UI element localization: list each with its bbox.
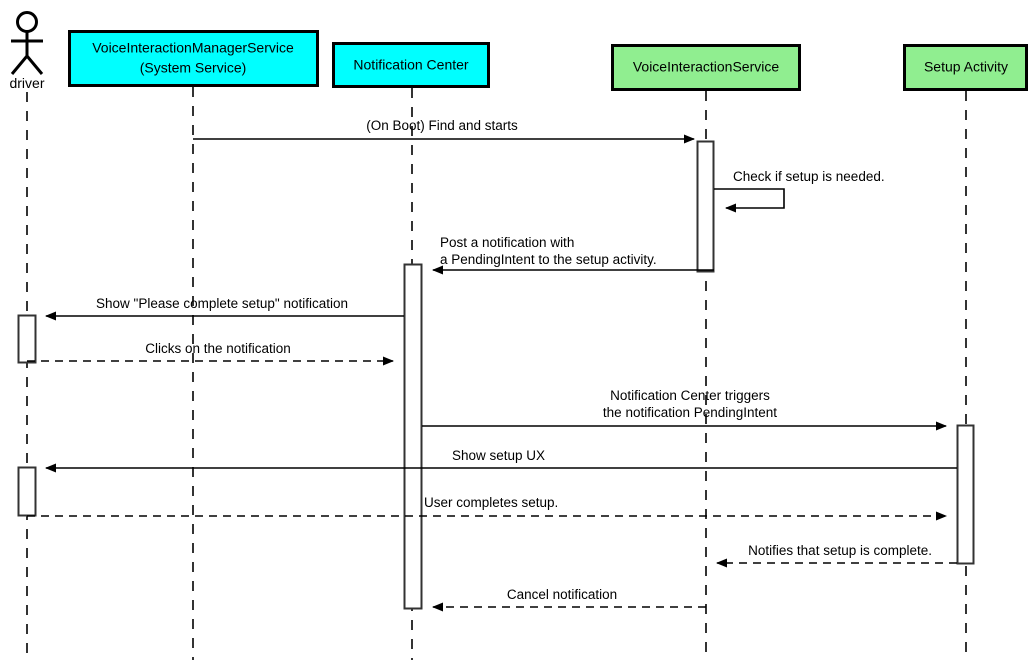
participant-label-notification-center: Notification Center (353, 57, 469, 73)
participant-notification-center[interactable]: Notification Center (332, 42, 490, 88)
message-label-line1: Notification Center triggers (610, 388, 770, 403)
actor-head-icon (16, 11, 38, 33)
message-label: Show "Please complete setup" notificatio… (96, 296, 348, 311)
actor-leg-left-line (10, 55, 29, 75)
message-label: Cancel notification (507, 587, 617, 602)
message-label: Show setup UX (452, 448, 545, 463)
message-cancel-notification: Cancel notification (432, 587, 706, 612)
activation-bar-driver-1 (17, 314, 37, 364)
message-label-line1: Post a notification with (440, 235, 574, 250)
message-label: Check if setup is needed. (733, 169, 885, 184)
message-label: Clicks on the notification (145, 341, 291, 356)
message-label-line2: a PendingIntent to the setup activity. (440, 252, 657, 267)
participant-label-voice-interaction-service: VoiceInteractionService (633, 59, 780, 75)
message-on-boot-find-and-starts: (On Boot) Find and starts (193, 118, 695, 144)
actor-leg-right-line (25, 55, 44, 75)
activation-bar-setup-activity (956, 424, 975, 565)
activation-bar-notification-center (403, 263, 423, 610)
message-post-a-notification: Post a notification with a PendingIntent… (432, 235, 714, 275)
participant-setup-activity[interactable]: Setup Activity (903, 44, 1028, 91)
participant-box-notification-center[interactable] (332, 42, 490, 88)
participant-box-voice-interaction-service[interactable] (611, 44, 801, 91)
participant-box-vims[interactable] (68, 30, 319, 87)
message-label: (On Boot) Find and starts (366, 118, 518, 133)
participant-voice-interaction-service[interactable]: VoiceInteractionService (611, 44, 801, 91)
message-notification-center-triggers-pendingintent: Notification Center triggers the notific… (422, 388, 947, 431)
activation-bars-group (17, 140, 975, 610)
participant-label-vims-line2: (System Service) (140, 60, 247, 76)
message-clicks-on-the-notification: Clicks on the notification (27, 341, 394, 366)
message-label: Notifies that setup is complete. (748, 543, 932, 558)
message-label: User completes setup. (424, 495, 558, 510)
message-show-setup-ux: Show setup UX (45, 448, 957, 473)
participant-box-setup-activity[interactable] (903, 44, 1028, 91)
message-notifies-that-setup-is-complete: Notifies that setup is complete. (716, 543, 957, 568)
participant-label-driver: driver (9, 75, 44, 91)
participant-voice-interaction-manager-service[interactable]: VoiceInteractionManagerService (System S… (68, 30, 319, 87)
message-check-if-setup-is-needed: Check if setup is needed. (714, 169, 885, 213)
participant-driver[interactable]: driver (9, 11, 45, 92)
message-user-completes-setup: User completes setup. (27, 495, 947, 521)
activation-bar-voice-interaction-service (696, 140, 715, 273)
message-label-line2: the notification PendingIntent (603, 405, 777, 420)
participant-label-setup-activity: Setup Activity (924, 59, 1008, 75)
participant-label-vims-line1: VoiceInteractionManagerService (92, 40, 294, 56)
message-show-please-complete-setup-notification: Show "Please complete setup" notificatio… (45, 296, 404, 321)
message-self-call-path (714, 188, 785, 213)
activation-bar-driver-2 (17, 466, 37, 517)
